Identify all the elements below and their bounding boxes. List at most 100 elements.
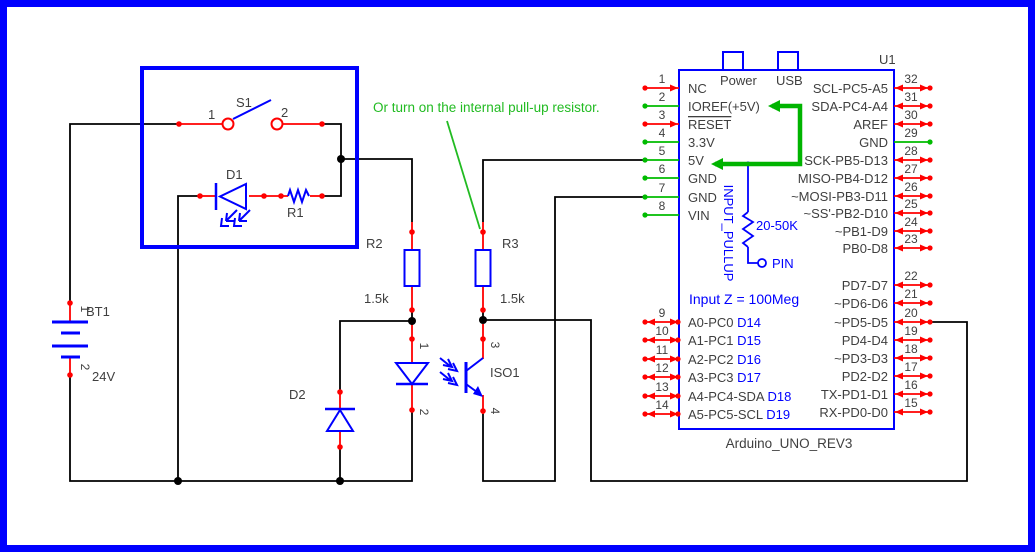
- label-input-pullup: INPUT_PULLUP: [721, 185, 736, 282]
- optocoupler-iso1: [393, 357, 484, 397]
- label-pullup-value: 20-50K: [756, 218, 798, 233]
- label-iso1: ISO1: [490, 365, 520, 380]
- label-r2-value: 1.5k: [364, 291, 389, 306]
- label-usb: USB: [776, 73, 803, 88]
- pin-number: 32: [904, 72, 918, 86]
- pin-row-9: 9A0-PC0 D14: [642, 306, 761, 330]
- pin-name: A5-PC5-SCL D19: [688, 407, 790, 422]
- switch-s1: [221, 99, 284, 131]
- pin-number: 1: [659, 72, 666, 86]
- pin-number: 26: [904, 180, 918, 194]
- pin-row-20: 20~PD5-D5: [834, 306, 933, 330]
- pin-name: ~MOSI-PB3-D11: [791, 189, 888, 204]
- label-r1: R1: [287, 205, 304, 220]
- label-iso1-pin2: 2: [417, 409, 431, 416]
- pin-name: IOREF(+5V): [688, 99, 760, 114]
- label-power: Power: [720, 73, 758, 88]
- power-connector-bump: [722, 51, 744, 71]
- red-pin-dots: [67, 121, 486, 450]
- pin-number: 25: [904, 197, 918, 211]
- battery-bt1: [52, 320, 88, 359]
- arduino-u1: [678, 51, 895, 430]
- junction-dots: [174, 155, 487, 485]
- pin-name: 5V: [688, 153, 704, 168]
- pin-row-5: 5 5V: [642, 144, 704, 168]
- label-s1-terminal1: 1: [208, 107, 215, 122]
- pin-row-4: 43.3V: [642, 126, 715, 150]
- pin-number: 24: [904, 215, 918, 229]
- pin-number: 11: [656, 343, 669, 357]
- label-iso1-pin1: 1: [417, 343, 431, 350]
- d1-emission-arrow-1: [219, 209, 238, 227]
- label-iso1-pin3: 3: [488, 342, 502, 349]
- label-s1: S1: [236, 95, 252, 110]
- pin-number: 9: [659, 306, 666, 320]
- wire-s1-to-junction: [322, 123, 342, 159]
- pin-name: A2-PC2 D16: [688, 352, 761, 367]
- pin-name: TX-PD1-D1: [821, 387, 888, 402]
- diode-d1: [214, 182, 251, 227]
- iso1-coupling-arrow-1: [439, 357, 459, 373]
- pin-number: 17: [904, 360, 918, 374]
- label-r3-value: 1.5k: [500, 291, 525, 306]
- label-bt1-pin1: 1: [78, 306, 92, 313]
- label-d2: D2: [289, 387, 306, 402]
- label-s1-terminal2: 2: [281, 105, 288, 120]
- wire-d1-to-rail: [177, 195, 200, 481]
- pin-name: A4-PC4-SDA D18: [688, 389, 791, 404]
- pin-number: 3: [659, 108, 666, 122]
- diode-d2: [325, 407, 355, 432]
- usb-connector-bump: [777, 51, 799, 71]
- pin-name: PD2-D2: [842, 369, 888, 384]
- pin-name: A1-PC1 D15: [688, 333, 761, 348]
- label-input-z: Input Z = 100Meg: [689, 291, 799, 307]
- pin-row-1: 1NC: [642, 72, 707, 96]
- pin-row-25: 25~SS'-PB2-D10: [804, 197, 933, 221]
- pin-name: VIN: [688, 208, 710, 223]
- label-r3: R3: [502, 236, 519, 251]
- pullup-resistor-symbol: [741, 211, 755, 248]
- s1-blade: [232, 99, 272, 120]
- wire-bottom-rail: [69, 375, 413, 482]
- pin-number: 16: [904, 378, 918, 392]
- pin-name: SDA-PC4-A4: [811, 99, 888, 114]
- pin-number: 21: [904, 287, 918, 301]
- pin-name: ~PD3-D3: [834, 351, 888, 366]
- iso1-collector: [465, 357, 484, 372]
- label-iso1-pin4: 4: [488, 408, 502, 415]
- resistor-r2-symbol: [403, 249, 421, 287]
- iso1-emitter-arrowhead: [473, 386, 483, 397]
- pin-name: MISO-PB4-D12: [798, 171, 888, 186]
- pin-name: ~PD5-D5: [834, 315, 888, 330]
- pin-name: A0-PC0 D14: [688, 315, 761, 330]
- pin-name: 3.3V: [688, 135, 715, 150]
- wire-r3-to-5v: [482, 159, 643, 222]
- label-pullup-pin: PIN: [772, 256, 794, 271]
- pin-number: 12: [655, 361, 669, 375]
- pin-name: GND: [688, 171, 717, 186]
- wire-junction-to-r2: [341, 158, 413, 222]
- pin-row-18: 18~PD3-D3: [834, 342, 933, 366]
- s1-terminal-1: [221, 117, 235, 131]
- pin-number: 31: [904, 90, 918, 104]
- wire-d5-to-iso3: [483, 319, 968, 482]
- label-arduino-name: Arduino_UNO_REV3: [726, 436, 853, 451]
- pin-number: 5: [659, 144, 666, 158]
- pullup-pin-terminal: [757, 258, 767, 268]
- d1-emission-arrow-2: [232, 209, 251, 227]
- pin-number: 30: [904, 108, 918, 122]
